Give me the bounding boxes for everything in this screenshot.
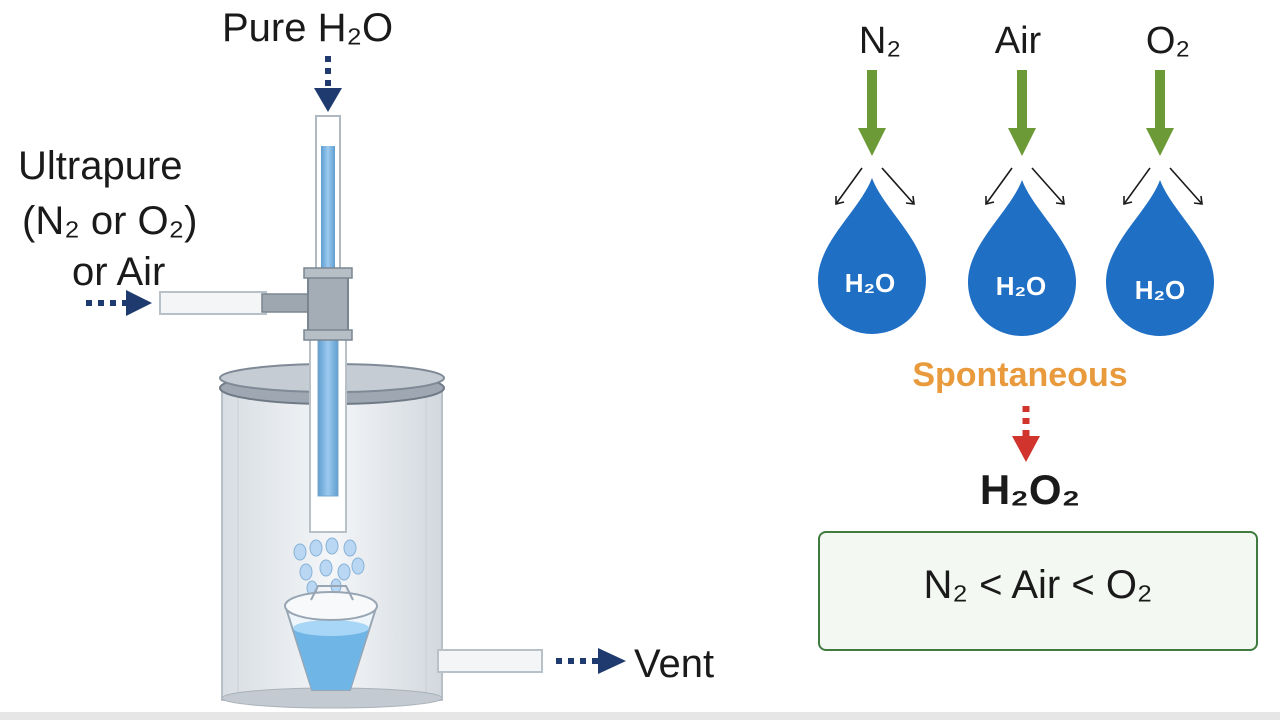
gas-inlet-arrow — [86, 290, 152, 316]
feed-arrow — [314, 56, 342, 112]
gas-inlet-tube — [159, 291, 313, 315]
gas-arrow-air — [1008, 70, 1036, 156]
droplet-label-o2: H₂O — [1135, 275, 1186, 305]
gas-arrow-n2 — [858, 70, 886, 156]
product-label: H₂O₂ — [979, 466, 1081, 513]
gas-label-line3: or Air — [72, 250, 166, 294]
collection-cup — [284, 585, 378, 691]
droplet-label-n2: H₂O — [845, 268, 896, 298]
process-label: Spontaneous — [912, 356, 1128, 394]
vent-label: Vent — [634, 642, 715, 686]
gas-label-line2: (N₂ or O₂) — [22, 199, 198, 243]
bottom-rule — [0, 712, 1280, 720]
product-arrow — [1012, 406, 1040, 462]
order-box: N₂ < Air < O₂ — [818, 531, 1258, 651]
vent-tube — [437, 649, 543, 673]
droplet-air — [968, 180, 1076, 336]
gas-label-air: Air — [994, 20, 1042, 62]
gas-label-n2: N₂ — [858, 20, 902, 62]
gas-label-line1: Ultrapure — [18, 144, 183, 188]
droplet-label-air: H₂O — [996, 271, 1047, 301]
droplet-n2 — [818, 178, 926, 334]
droplet-o2 — [1106, 180, 1214, 336]
vent-arrow — [556, 648, 626, 674]
t-connector — [303, 267, 353, 341]
order-label: N₂ < Air < O₂ — [923, 563, 1153, 607]
water-tube — [309, 115, 347, 533]
gas-label-o2: O₂ — [1145, 20, 1191, 62]
diverge-arrows — [835, 167, 1203, 206]
feed-label: Pure H₂O — [222, 6, 394, 50]
gas-arrow-o2 — [1146, 70, 1174, 156]
